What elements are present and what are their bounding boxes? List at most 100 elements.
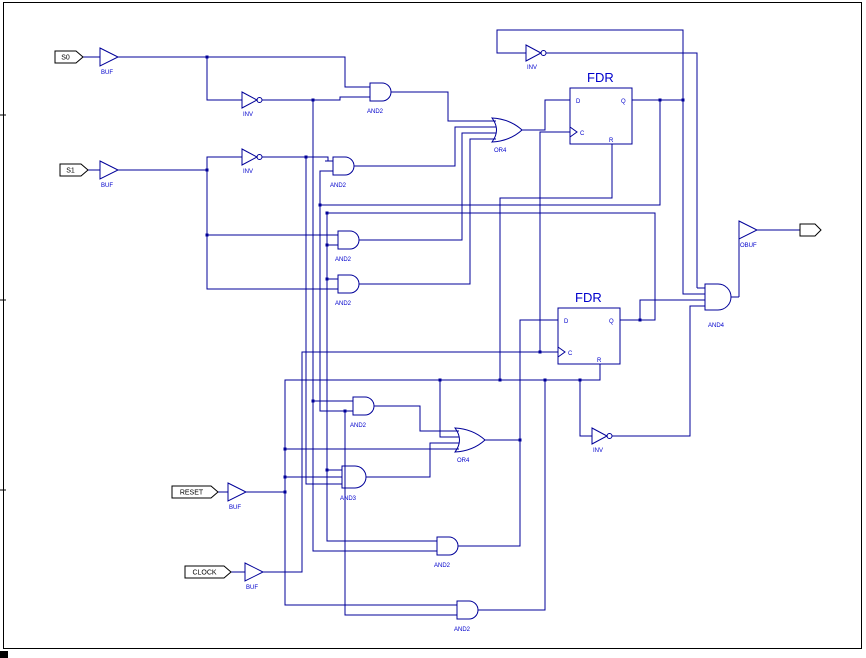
- input-pin-clock[interactable]: CLOCK: [184, 565, 232, 579]
- wire[interactable]: [319, 99, 661, 206]
- input-pin-reset[interactable]: RESET: [171, 485, 219, 499]
- and2-5[interactable]: AND2: [345, 396, 383, 429]
- and2-3[interactable]: AND2: [330, 230, 368, 263]
- gate-label: AND2: [434, 563, 451, 569]
- junction-dot: [325, 277, 329, 281]
- wire[interactable]: [553, 52, 698, 288]
- junction-dot: [311, 399, 315, 403]
- junction-dot: [518, 438, 522, 442]
- wire[interactable]: [126, 56, 370, 88]
- gate-label: OR4: [494, 148, 507, 154]
- fdr-pin-letter-r: R: [609, 138, 614, 144]
- wire[interactable]: [619, 305, 697, 437]
- junction-dot: [543, 378, 547, 382]
- wire[interactable]: [254, 372, 601, 493]
- or4-2[interactable]: OR4: [447, 427, 486, 464]
- junction-dot: [283, 490, 287, 494]
- inv-bot[interactable]: INV: [591, 427, 619, 454]
- buf-reset[interactable]: BUF: [227, 482, 254, 511]
- fdr-pin-letter-c: C: [568, 351, 573, 357]
- wire[interactable]: [467, 440, 521, 547]
- wire[interactable]: [269, 156, 333, 162]
- inv-2[interactable]: INV: [241, 148, 269, 175]
- gate-label: BUF: [101, 70, 113, 76]
- gate-body: [337, 274, 360, 294]
- wire[interactable]: [368, 132, 484, 241]
- wire[interactable]: [487, 380, 546, 611]
- wire[interactable]: [496, 29, 684, 100]
- wire[interactable]: [400, 91, 484, 122]
- gate-body: [490, 117, 523, 143]
- wire[interactable]: [327, 212, 656, 321]
- wire[interactable]: [344, 411, 449, 616]
- gate-body: [241, 91, 259, 109]
- wire[interactable]: [206, 57, 242, 101]
- output-pin[interactable]: [799, 223, 822, 237]
- input-pin-s1[interactable]: S1: [59, 163, 89, 177]
- pin-tag-shape: [59, 163, 89, 177]
- wire[interactable]: [363, 126, 484, 167]
- gate-body: [453, 427, 486, 453]
- gate-label: AND2: [335, 257, 352, 263]
- wire[interactable]: [522, 99, 562, 131]
- junction-dot: [498, 378, 502, 382]
- inv-top[interactable]: INV: [525, 44, 553, 71]
- wire[interactable]: [539, 131, 562, 352]
- wire[interactable]: [312, 100, 429, 552]
- gate-label: AND2: [330, 183, 347, 189]
- wire[interactable]: [579, 380, 592, 437]
- junction-dot: [205, 55, 209, 59]
- pin-tag-shape: [184, 565, 232, 579]
- sheet-corner-mark: [0, 651, 8, 658]
- junction-dot: [283, 447, 287, 451]
- wire[interactable]: [271, 351, 550, 573]
- junction-dot: [325, 243, 329, 247]
- wire[interactable]: [326, 213, 429, 542]
- wire[interactable]: [206, 170, 338, 290]
- wire[interactable]: [660, 99, 697, 295]
- buf-s1[interactable]: BUF: [99, 160, 126, 189]
- wire[interactable]: [368, 138, 484, 285]
- wire[interactable]: [284, 492, 449, 606]
- and4-1[interactable]: AND4: [697, 283, 739, 329]
- wire[interactable]: [206, 156, 242, 170]
- wire[interactable]: [439, 380, 447, 438]
- wire[interactable]: [383, 405, 447, 432]
- gate-body: [738, 220, 759, 240]
- obuf-1[interactable]: OBUF: [738, 220, 765, 249]
- wire[interactable]: [269, 96, 370, 101]
- gate-body: [241, 148, 259, 166]
- fdr-pin-letter-d: D: [576, 99, 581, 105]
- gate-body: [704, 283, 732, 311]
- wire[interactable]: [374, 442, 447, 478]
- and2-1[interactable]: AND2: [362, 82, 400, 115]
- fdr-pin-letter-q: Q: [609, 319, 614, 325]
- gate-label: INV: [527, 65, 537, 71]
- pin-tag-shape: [799, 223, 822, 237]
- and3-1[interactable]: AND3: [334, 465, 374, 502]
- input-pin-s0[interactable]: S0: [54, 50, 84, 64]
- and2-6[interactable]: AND2: [429, 536, 467, 569]
- wire[interactable]: [499, 152, 613, 380]
- wire[interactable]: [639, 299, 697, 320]
- or4-1[interactable]: OR4: [484, 117, 523, 154]
- and2-2[interactable]: AND2: [325, 156, 363, 189]
- gate-label: INV: [243, 112, 253, 118]
- inv-1[interactable]: INV: [241, 91, 269, 118]
- buf-s0[interactable]: BUF: [99, 47, 126, 76]
- flipflop-title: FDR: [587, 70, 614, 85]
- gate-body: [569, 126, 578, 138]
- wire[interactable]: [319, 205, 345, 412]
- flipflop-body: [557, 307, 621, 365]
- and2-7[interactable]: AND2: [449, 600, 487, 633]
- gate-label: OBUF: [740, 243, 757, 249]
- wire[interactable]: [485, 319, 550, 441]
- junction-dot: [538, 350, 542, 354]
- buf-clock[interactable]: BUF: [244, 562, 271, 591]
- pin-tag-label: RESET: [180, 490, 204, 497]
- and2-4[interactable]: AND2: [330, 274, 368, 307]
- wire[interactable]: [305, 157, 334, 485]
